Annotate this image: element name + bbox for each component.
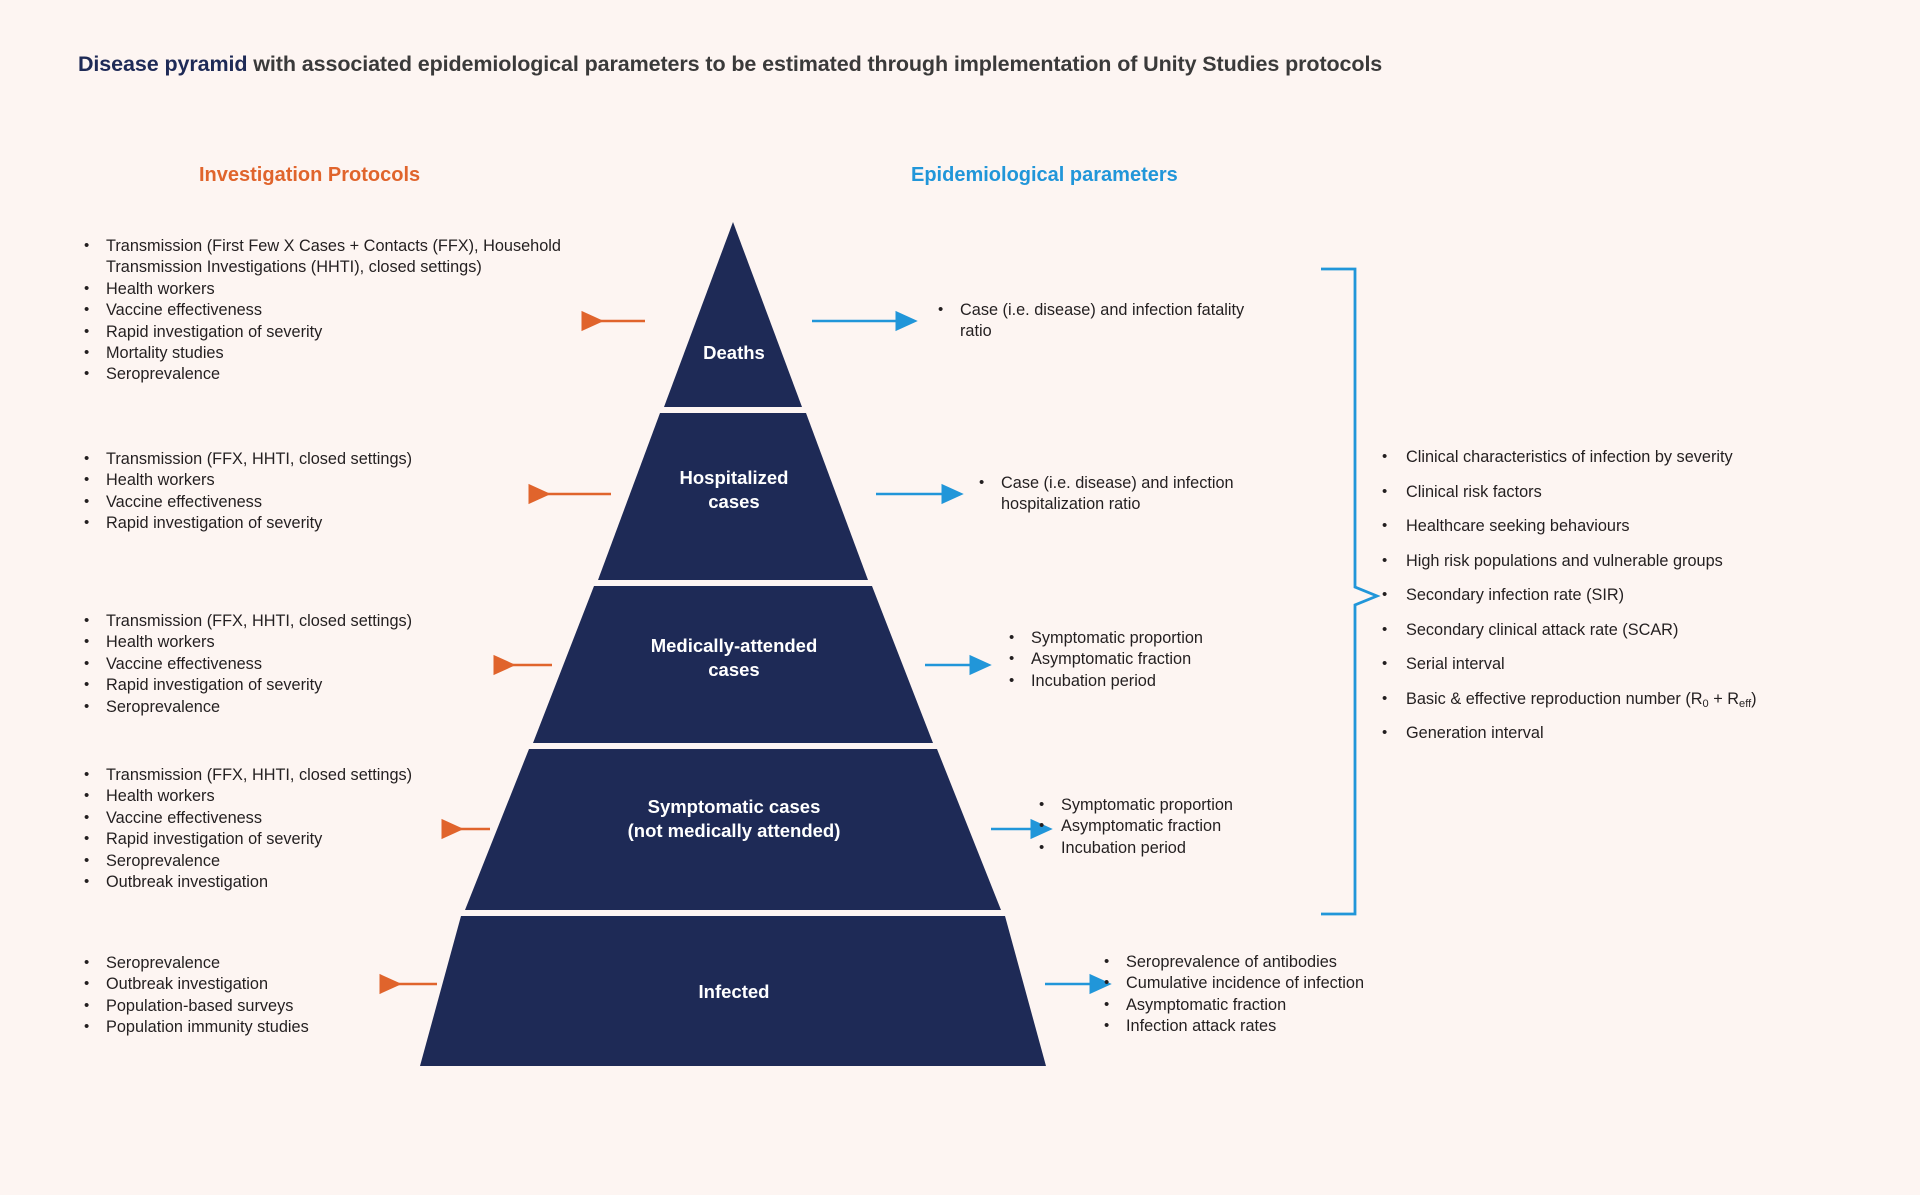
pyramid-label-deaths: Deaths bbox=[703, 342, 765, 363]
list-item: Cumulative incidence of infection bbox=[1100, 972, 1450, 994]
list-item: Healthcare seeking behaviours bbox=[1378, 515, 1848, 537]
protocols-list-deaths: Transmission (First Few X Cases + Contac… bbox=[80, 235, 580, 386]
list-item: Health workers bbox=[80, 278, 580, 300]
list-item: Vaccine effectiveness bbox=[80, 299, 580, 321]
page-title: Disease pyramid with associated epidemio… bbox=[78, 52, 1382, 77]
list-item: Seroprevalence bbox=[80, 696, 520, 718]
list-item: Seroprevalence bbox=[80, 850, 520, 872]
list-item: Serial interval bbox=[1378, 653, 1848, 675]
list-item: Outbreak investigation bbox=[80, 871, 520, 893]
list-item: Symptomatic proportion bbox=[1035, 794, 1335, 816]
protocols-list-medically-attended: Transmission (FFX, HHTI, closed settings… bbox=[80, 610, 520, 718]
list-item: Health workers bbox=[80, 785, 520, 807]
parameters-list-medically-attended: Symptomatic proportionAsymptomatic fract… bbox=[1005, 627, 1305, 692]
list-item: Asymptomatic fraction bbox=[1035, 815, 1335, 837]
list-item: Symptomatic proportion bbox=[1005, 627, 1305, 649]
list-item: Generation interval bbox=[1378, 722, 1848, 744]
list-item: Incubation period bbox=[1035, 837, 1335, 859]
list-item: Health workers bbox=[80, 469, 520, 491]
list-item: Vaccine effectiveness bbox=[80, 807, 520, 829]
list-item: Population immunity studies bbox=[80, 1016, 480, 1038]
list-item: Transmission (First Few X Cases + Contac… bbox=[80, 235, 580, 279]
list-item: Population-based surveys bbox=[80, 995, 480, 1017]
list-item: Clinical risk factors bbox=[1378, 481, 1848, 503]
pyramid-label-symptomatic: Symptomatic cases(not medically attended… bbox=[627, 796, 841, 841]
page-title-rest: with associated epidemiological paramete… bbox=[247, 52, 1383, 76]
protocols-list-hospitalized: Transmission (FFX, HHTI, closed settings… bbox=[80, 448, 520, 535]
list-item: Mortality studies bbox=[80, 342, 580, 364]
list-item: Asymptomatic fraction bbox=[1100, 994, 1450, 1016]
pyramid-tier-deaths bbox=[664, 222, 802, 407]
list-item: Rapid investigation of severity bbox=[80, 321, 580, 343]
list-item: Seroprevalence of antibodies bbox=[1100, 951, 1450, 973]
list-item: Rapid investigation of severity bbox=[80, 512, 520, 534]
list-item: Seroprevalence bbox=[80, 363, 580, 385]
pyramid-label-infected: Infected bbox=[698, 981, 770, 1002]
list-item: Infection attack rates bbox=[1100, 1015, 1450, 1037]
list-item: Basic & effective reproduction number (R… bbox=[1378, 688, 1848, 710]
list-item: Case (i.e. disease) and infection fatali… bbox=[934, 299, 1264, 343]
list-item: Secondary clinical attack rate (SCAR) bbox=[1378, 619, 1848, 641]
list-item: Vaccine effectiveness bbox=[80, 653, 520, 675]
list-item: Incubation period bbox=[1005, 670, 1305, 692]
list-item: Vaccine effectiveness bbox=[80, 491, 520, 513]
list-item: Case (i.e. disease) and infection hospit… bbox=[975, 472, 1325, 516]
parameters-list-hospitalized: Case (i.e. disease) and infection hospit… bbox=[975, 472, 1325, 516]
crosscutting-parameters-list: Clinical characteristics of infection by… bbox=[1378, 446, 1848, 744]
list-item: Rapid investigation of severity bbox=[80, 674, 520, 696]
parameters-list-infected: Seroprevalence of antibodiesCumulative i… bbox=[1100, 951, 1450, 1038]
heading-investigation-protocols: Investigation Protocols bbox=[199, 164, 421, 186]
list-item: Rapid investigation of severity bbox=[80, 828, 520, 850]
protocols-list-symptomatic: Transmission (FFX, HHTI, closed settings… bbox=[80, 764, 520, 893]
list-item: Clinical characteristics of infection by… bbox=[1378, 446, 1848, 468]
parameters-list-deaths: Case (i.e. disease) and infection fatali… bbox=[934, 299, 1264, 343]
list-item: Secondary infection rate (SIR) bbox=[1378, 584, 1848, 606]
list-item: Transmission (FFX, HHTI, closed settings… bbox=[80, 610, 520, 632]
protocols-list-infected: SeroprevalenceOutbreak investigationPopu… bbox=[80, 952, 480, 1039]
list-item: Outbreak investigation bbox=[80, 973, 480, 995]
page-title-strong: Disease pyramid bbox=[78, 52, 248, 76]
list-item: Transmission (FFX, HHTI, closed settings… bbox=[80, 448, 520, 470]
list-item: Health workers bbox=[80, 631, 520, 653]
list-item: Asymptomatic fraction bbox=[1005, 648, 1305, 670]
list-item: Transmission (FFX, HHTI, closed settings… bbox=[80, 764, 520, 786]
list-item: High risk populations and vulnerable gro… bbox=[1378, 550, 1848, 572]
parameters-list-symptomatic: Symptomatic proportionAsymptomatic fract… bbox=[1035, 794, 1335, 859]
list-item: Seroprevalence bbox=[80, 952, 480, 974]
heading-epidemiological-parameters: Epidemiological parameters bbox=[911, 164, 1178, 186]
